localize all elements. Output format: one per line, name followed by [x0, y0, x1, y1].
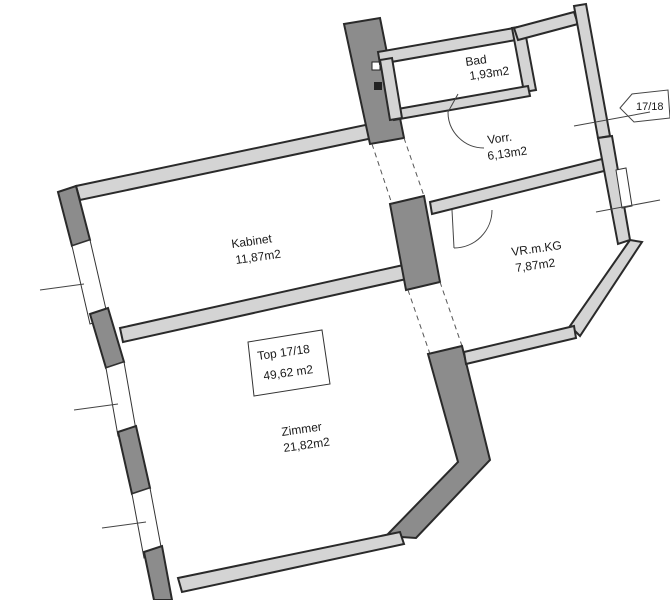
dash-3 — [407, 289, 431, 355]
door-swing-bad — [447, 111, 485, 149]
door-swing-vr — [453, 209, 493, 249]
door-leaf-bad — [447, 93, 459, 113]
unit-summary-box — [247, 329, 331, 397]
room-name-vr: VR.m.KG — [510, 238, 562, 259]
pier-3 — [116, 424, 152, 496]
vorr-right-wall — [572, 2, 612, 140]
vent-2 — [374, 82, 382, 90]
vr-angled-wall — [568, 238, 644, 338]
room-area-vorr: 6,13m2 — [486, 143, 528, 162]
window-marker-1 — [39, 283, 85, 291]
stair-marker-label: 17/18 — [636, 101, 664, 113]
vent-1 — [371, 61, 381, 71]
pier-2 — [88, 306, 126, 370]
room-name-bad: Bad — [464, 52, 487, 69]
room-name-kabinet: Kabinet — [230, 231, 273, 251]
vorr-top-wall — [512, 10, 580, 42]
window-marker-3 — [101, 521, 147, 529]
dash-1 — [371, 143, 393, 205]
window-2 — [105, 361, 137, 437]
vorr-vr-wall — [428, 156, 610, 216]
room-name-vorr: Vorr. — [486, 130, 512, 147]
bad-left-wall — [378, 56, 404, 122]
room-area-bad: 1,93m2 — [468, 63, 510, 82]
dash-4 — [439, 281, 463, 347]
pier-4 — [142, 544, 174, 600]
room-area-vr: 7,87m2 — [514, 255, 556, 274]
stair-marker-line — [573, 111, 651, 127]
window-marker-2 — [73, 403, 119, 411]
window-marker-vr — [595, 199, 661, 213]
dash-2 — [403, 137, 425, 197]
vr-bottom-wall — [462, 324, 578, 366]
zimmer-bottom-wall — [176, 530, 406, 594]
room-area-kabinet: 11,87m2 — [234, 247, 282, 267]
unit-area: 49,62 m2 — [262, 362, 314, 383]
room-name-zimmer: Zimmer — [280, 419, 322, 439]
bad-top-wall — [376, 26, 518, 66]
zimmer-right-wall — [383, 344, 492, 540]
window-vr — [615, 167, 633, 209]
stair-marker-shape — [619, 89, 670, 123]
door-leaf-vr — [451, 209, 455, 249]
wall-kabinet-zimmer — [118, 262, 413, 344]
room-area-zimmer: 21,82m2 — [282, 435, 331, 455]
bad-bottom-wall — [390, 84, 532, 122]
wall-kabinet-top — [74, 122, 375, 202]
